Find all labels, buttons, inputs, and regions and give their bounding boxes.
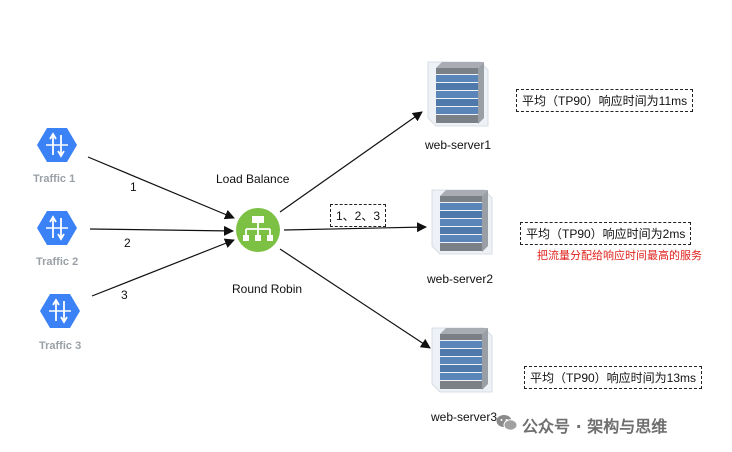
edge-3-label: 3 (121, 288, 128, 302)
dispatch-order-label: 1、2、3 (330, 204, 387, 227)
server-2-icon (431, 189, 493, 255)
watermark-text: 公众号 · 架构与思维 (522, 417, 668, 436)
edge-traffic3-balancer (91, 238, 235, 297)
server-1-metric: 平均（TP90）响应时间为11ms (516, 89, 694, 112)
traffic-2-icon (36, 210, 78, 246)
server-3-metric: 平均（TP90）响应时间为13ms (524, 366, 703, 389)
server-3-name: web-server3 (431, 410, 498, 424)
server-2-note: 把流量分配给响应时间最高的服务 (537, 250, 702, 262)
traffic-3-label: Traffic 3 (39, 340, 82, 352)
traffic-3-icon (39, 293, 81, 329)
edge-traffic1-balancer (87, 156, 235, 220)
traffic-1-label: Traffic 1 (33, 173, 76, 185)
server-1-icon (427, 61, 489, 127)
edge-2-label: 2 (124, 236, 131, 250)
edge-balancer-server3 (279, 248, 431, 349)
wechat-icon (496, 415, 518, 431)
traffic-2-label: Traffic 2 (36, 256, 79, 268)
load-balance-title: Load Balance (216, 172, 290, 186)
server-2-metric: 平均（TP90）响应时间为2ms (520, 222, 692, 245)
edge-traffic2-balancer (89, 225, 234, 236)
traffic-1-icon (36, 127, 78, 163)
load-balancer-icon (236, 208, 280, 252)
edge-1-label: 1 (130, 180, 137, 194)
server-1-name: web-server1 (425, 138, 492, 152)
edge-balancer-server1 (279, 111, 423, 213)
round-robin-label: Round Robin (232, 282, 303, 296)
edge-balancer-server2 (283, 222, 427, 233)
server-2-name: web-server2 (427, 272, 494, 286)
server-3-icon (431, 327, 493, 393)
